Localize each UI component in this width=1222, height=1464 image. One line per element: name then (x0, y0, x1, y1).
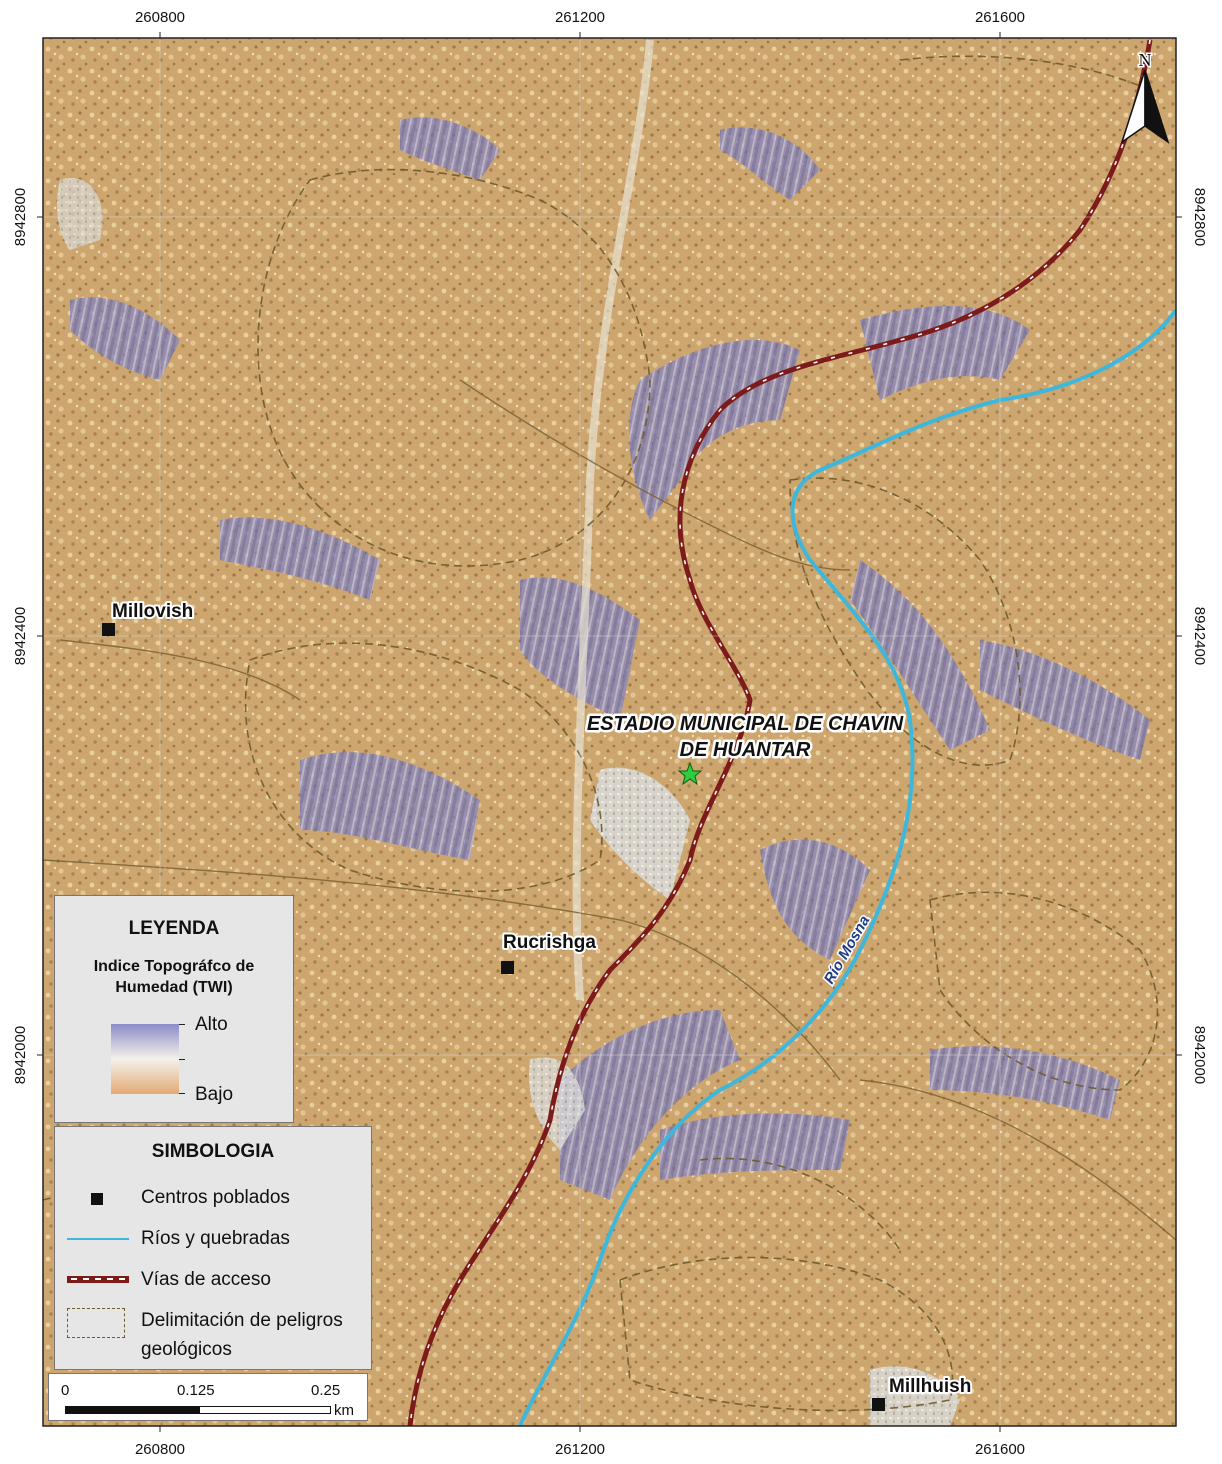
north-label: N (1139, 50, 1152, 70)
symbology-item: Vías de acceso (55, 1267, 371, 1297)
map-frame (42, 37, 1177, 1427)
road-access (407, 39, 1153, 1426)
scalebar-unit: km (334, 1402, 354, 1419)
river-mosna (518, 308, 1176, 1426)
twi-subtitle: Indice Topográfco de Humedad (TWI) (55, 956, 293, 998)
scalebar-tick: 0.25 (311, 1382, 341, 1399)
twi-high-label: Alto (195, 1014, 228, 1035)
square-point-icon (91, 1193, 103, 1205)
place-label-millhuish: Millhuish (889, 1376, 971, 1397)
symbology-item: Ríos y quebradas (55, 1226, 371, 1256)
symbology-label-line2: geológicos (141, 1339, 232, 1360)
scalebar-bar-dark (65, 1406, 199, 1414)
river-line-icon (67, 1238, 129, 1240)
y-tick-left: 8942400 (12, 607, 29, 665)
site-title-line2: DE HUANTAR (680, 739, 811, 761)
x-tick-bottom: 261600 (975, 1441, 1025, 1458)
x-tick-top: 260800 (135, 9, 185, 26)
symbology-item: Centros poblados (55, 1185, 371, 1215)
site-title-line1: ESTADIO MUNICIPAL DE CHAVIN (587, 713, 904, 735)
settlement-marker-rucrishga[interactable] (501, 961, 514, 974)
symbology-label: Centros poblados (141, 1187, 290, 1208)
scalebar-tick: 0.125 (177, 1382, 215, 1399)
scalebar-tick: 0 (61, 1382, 70, 1399)
stadium-star-icon[interactable] (677, 761, 703, 786)
stadium-area (590, 767, 690, 900)
legend-panel: LEYENDA Indice Topográfco de Humedad (TW… (54, 895, 294, 1123)
place-label-millovish: Millovish (112, 601, 193, 622)
symbology-label: Vías de acceso (141, 1269, 271, 1290)
dashed-polygon-icon (67, 1308, 125, 1338)
y-tick-right: 8942000 (1191, 1026, 1208, 1084)
road-line-icon (67, 1276, 129, 1283)
symbology-item: Delimitación de peligros geológicos (55, 1308, 371, 1366)
coordinate-ticks (37, 32, 1182, 1432)
north-arrow-icon: N (1120, 49, 1170, 144)
y-tick-right: 8942400 (1191, 607, 1208, 665)
twi-high-zones (70, 117, 1150, 1200)
settlement-marker-millovish[interactable] (102, 623, 115, 636)
y-tick-right: 8942800 (1191, 188, 1208, 246)
twi-color-ramp (111, 1024, 179, 1094)
urban-area (870, 1366, 960, 1426)
y-tick-left: 8942000 (12, 1026, 29, 1084)
legend-title: LEYENDA (128, 918, 220, 939)
y-tick-left: 8942800 (12, 188, 29, 246)
scalebar-panel: 0 0.125 0.25 km (48, 1373, 368, 1421)
twi-low-label: Bajo (195, 1084, 234, 1105)
twi-subtitle-line2: Humedad (TWI) (115, 979, 233, 996)
x-tick-bottom: 261200 (555, 1441, 605, 1458)
x-tick-top: 261200 (555, 9, 605, 26)
symbology-panel: SIMBOLOGIA Centros poblados Ríos y quebr… (54, 1126, 372, 1370)
valley-track (572, 39, 654, 1001)
x-tick-bottom: 260800 (135, 1441, 185, 1458)
urban-area (57, 178, 103, 250)
settlement-marker-millhuish[interactable] (872, 1398, 885, 1411)
symbology-title: SIMBOLOGIA (151, 1141, 275, 1162)
symbology-label: Ríos y quebradas (141, 1228, 290, 1249)
place-label-rucrishga: Rucrishga (503, 932, 596, 953)
urban-area (529, 1057, 585, 1150)
symbology-label: Delimitación de peligros (141, 1310, 343, 1331)
x-tick-top: 261600 (975, 9, 1025, 26)
scalebar-bar-light (199, 1406, 331, 1414)
twi-subtitle-line1: Indice Topográfco de (93, 958, 255, 975)
